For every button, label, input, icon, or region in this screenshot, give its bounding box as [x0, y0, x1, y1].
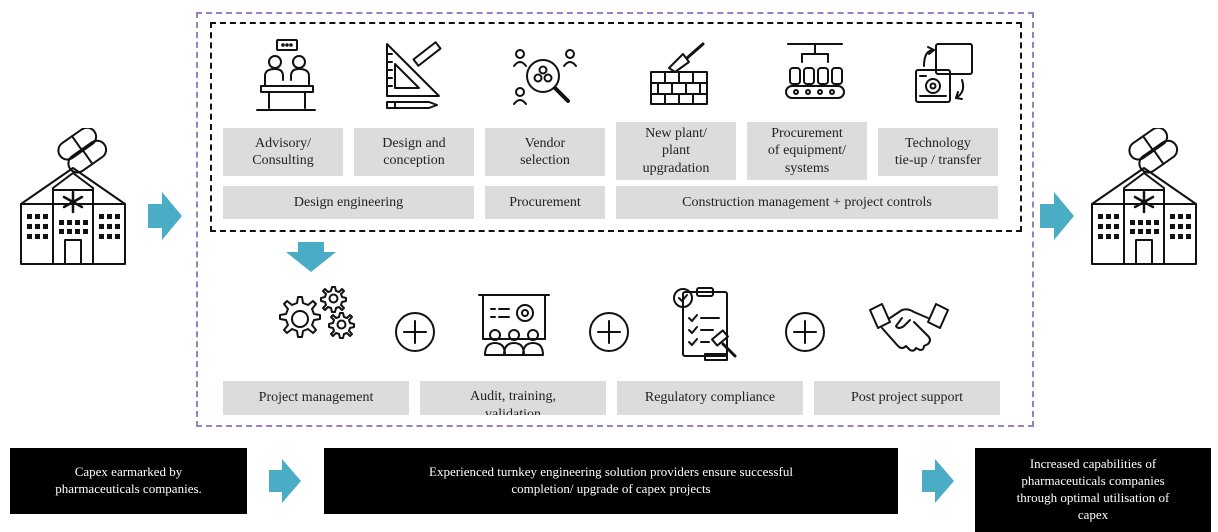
gears-icon — [268, 283, 364, 355]
service-regulatory-compliance: Regulatory compliance — [617, 381, 803, 415]
plus-icon — [394, 311, 436, 353]
plus-icon — [784, 311, 826, 353]
compliance-checklist-icon — [669, 284, 747, 364]
arrow-right-icon — [148, 192, 182, 240]
handshake-icon — [868, 298, 950, 362]
arrow-right-icon — [1040, 192, 1074, 240]
execution-dashed-container — [210, 22, 1022, 232]
drafting-tools-icon — [383, 40, 445, 110]
vendor-search-icon — [512, 44, 578, 108]
step-vendor-selection: Vendor selection — [485, 128, 605, 176]
category-construction-management: Construction management + project contro… — [616, 186, 998, 219]
training-presentation-icon — [477, 291, 551, 361]
step-advisory-consulting: Advisory/ Consulting — [223, 128, 343, 176]
service-post-project-support: Post project support — [814, 381, 1000, 415]
consultation-icon — [255, 38, 317, 112]
left-pharma-hospital-icon — [15, 128, 140, 268]
step-new-plant: New plant/ plant upgradation — [616, 122, 736, 180]
arrow-right-icon — [922, 459, 954, 503]
step-procurement-equipment: Procurement of equipment/ systems — [747, 122, 867, 180]
conveyor-icon — [782, 40, 848, 108]
plus-icon — [588, 311, 630, 353]
flow-increased-capabilities: Increased capabilities of pharmaceutical… — [975, 448, 1211, 532]
arrow-right-icon — [269, 459, 301, 503]
arrow-down-icon — [286, 242, 336, 272]
service-audit-training-validation: Audit, training, validation — [420, 381, 606, 415]
step-technology-transfer: Technology tie-up / transfer — [878, 128, 998, 176]
services-dashed-container — [196, 12, 1034, 427]
step-design-conception: Design and conception — [354, 128, 474, 176]
right-pharma-hospital-icon — [1086, 128, 1211, 268]
service-project-management: Project management — [223, 381, 409, 415]
brick-wall-icon — [647, 42, 711, 108]
flow-turnkey-providers: Experienced turnkey engineering solution… — [324, 448, 898, 514]
category-design-engineering: Design engineering — [223, 186, 474, 219]
category-procurement: Procurement — [485, 186, 605, 219]
flow-capex-earmarked: Capex earmarked by pharmaceuticals compa… — [10, 448, 247, 514]
technology-transfer-icon — [912, 40, 978, 108]
